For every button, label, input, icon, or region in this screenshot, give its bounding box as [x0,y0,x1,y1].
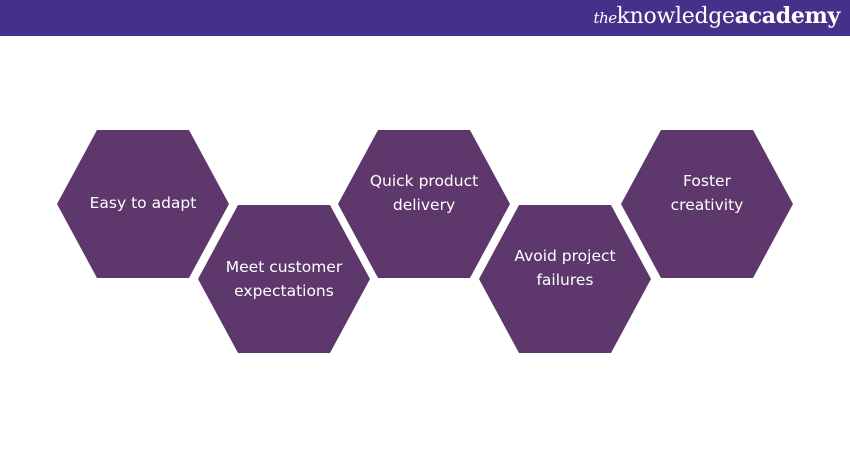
hexagon-label: Easy to adapt [89,194,197,212]
hexagon-easy-to-adapt: Easy to adapt [57,130,229,278]
logo-prefix: the [593,9,618,27]
hexagon-shape [479,205,651,353]
hexagon-meet-customer-expectations: Meet customer expectations [198,205,370,353]
hexagon-foster-creativity: Foster creativity [621,130,793,278]
logo-word-academy: academy [734,3,841,29]
hexagon-avoid-project-failures: Avoid project failures [479,205,651,353]
hexagon-quick-product-delivery: Quick product delivery [338,130,510,278]
hexagon-shape [621,130,793,278]
hexagon-shape [57,130,229,278]
hexagon-label: Meet customer expectations [225,258,343,300]
brand-logo: theknowledgeacademy [593,3,841,29]
logo-word-knowledge: knowledge [616,4,735,29]
hexagon-shape [338,130,510,278]
hexagon-label: Foster creativity [670,172,744,214]
hexagon-label: Quick product delivery [369,172,479,214]
hexagon-shape [198,205,370,353]
hexagon-label: Avoid project failures [514,247,616,289]
header-bar: theknowledgeacademy [0,0,850,36]
